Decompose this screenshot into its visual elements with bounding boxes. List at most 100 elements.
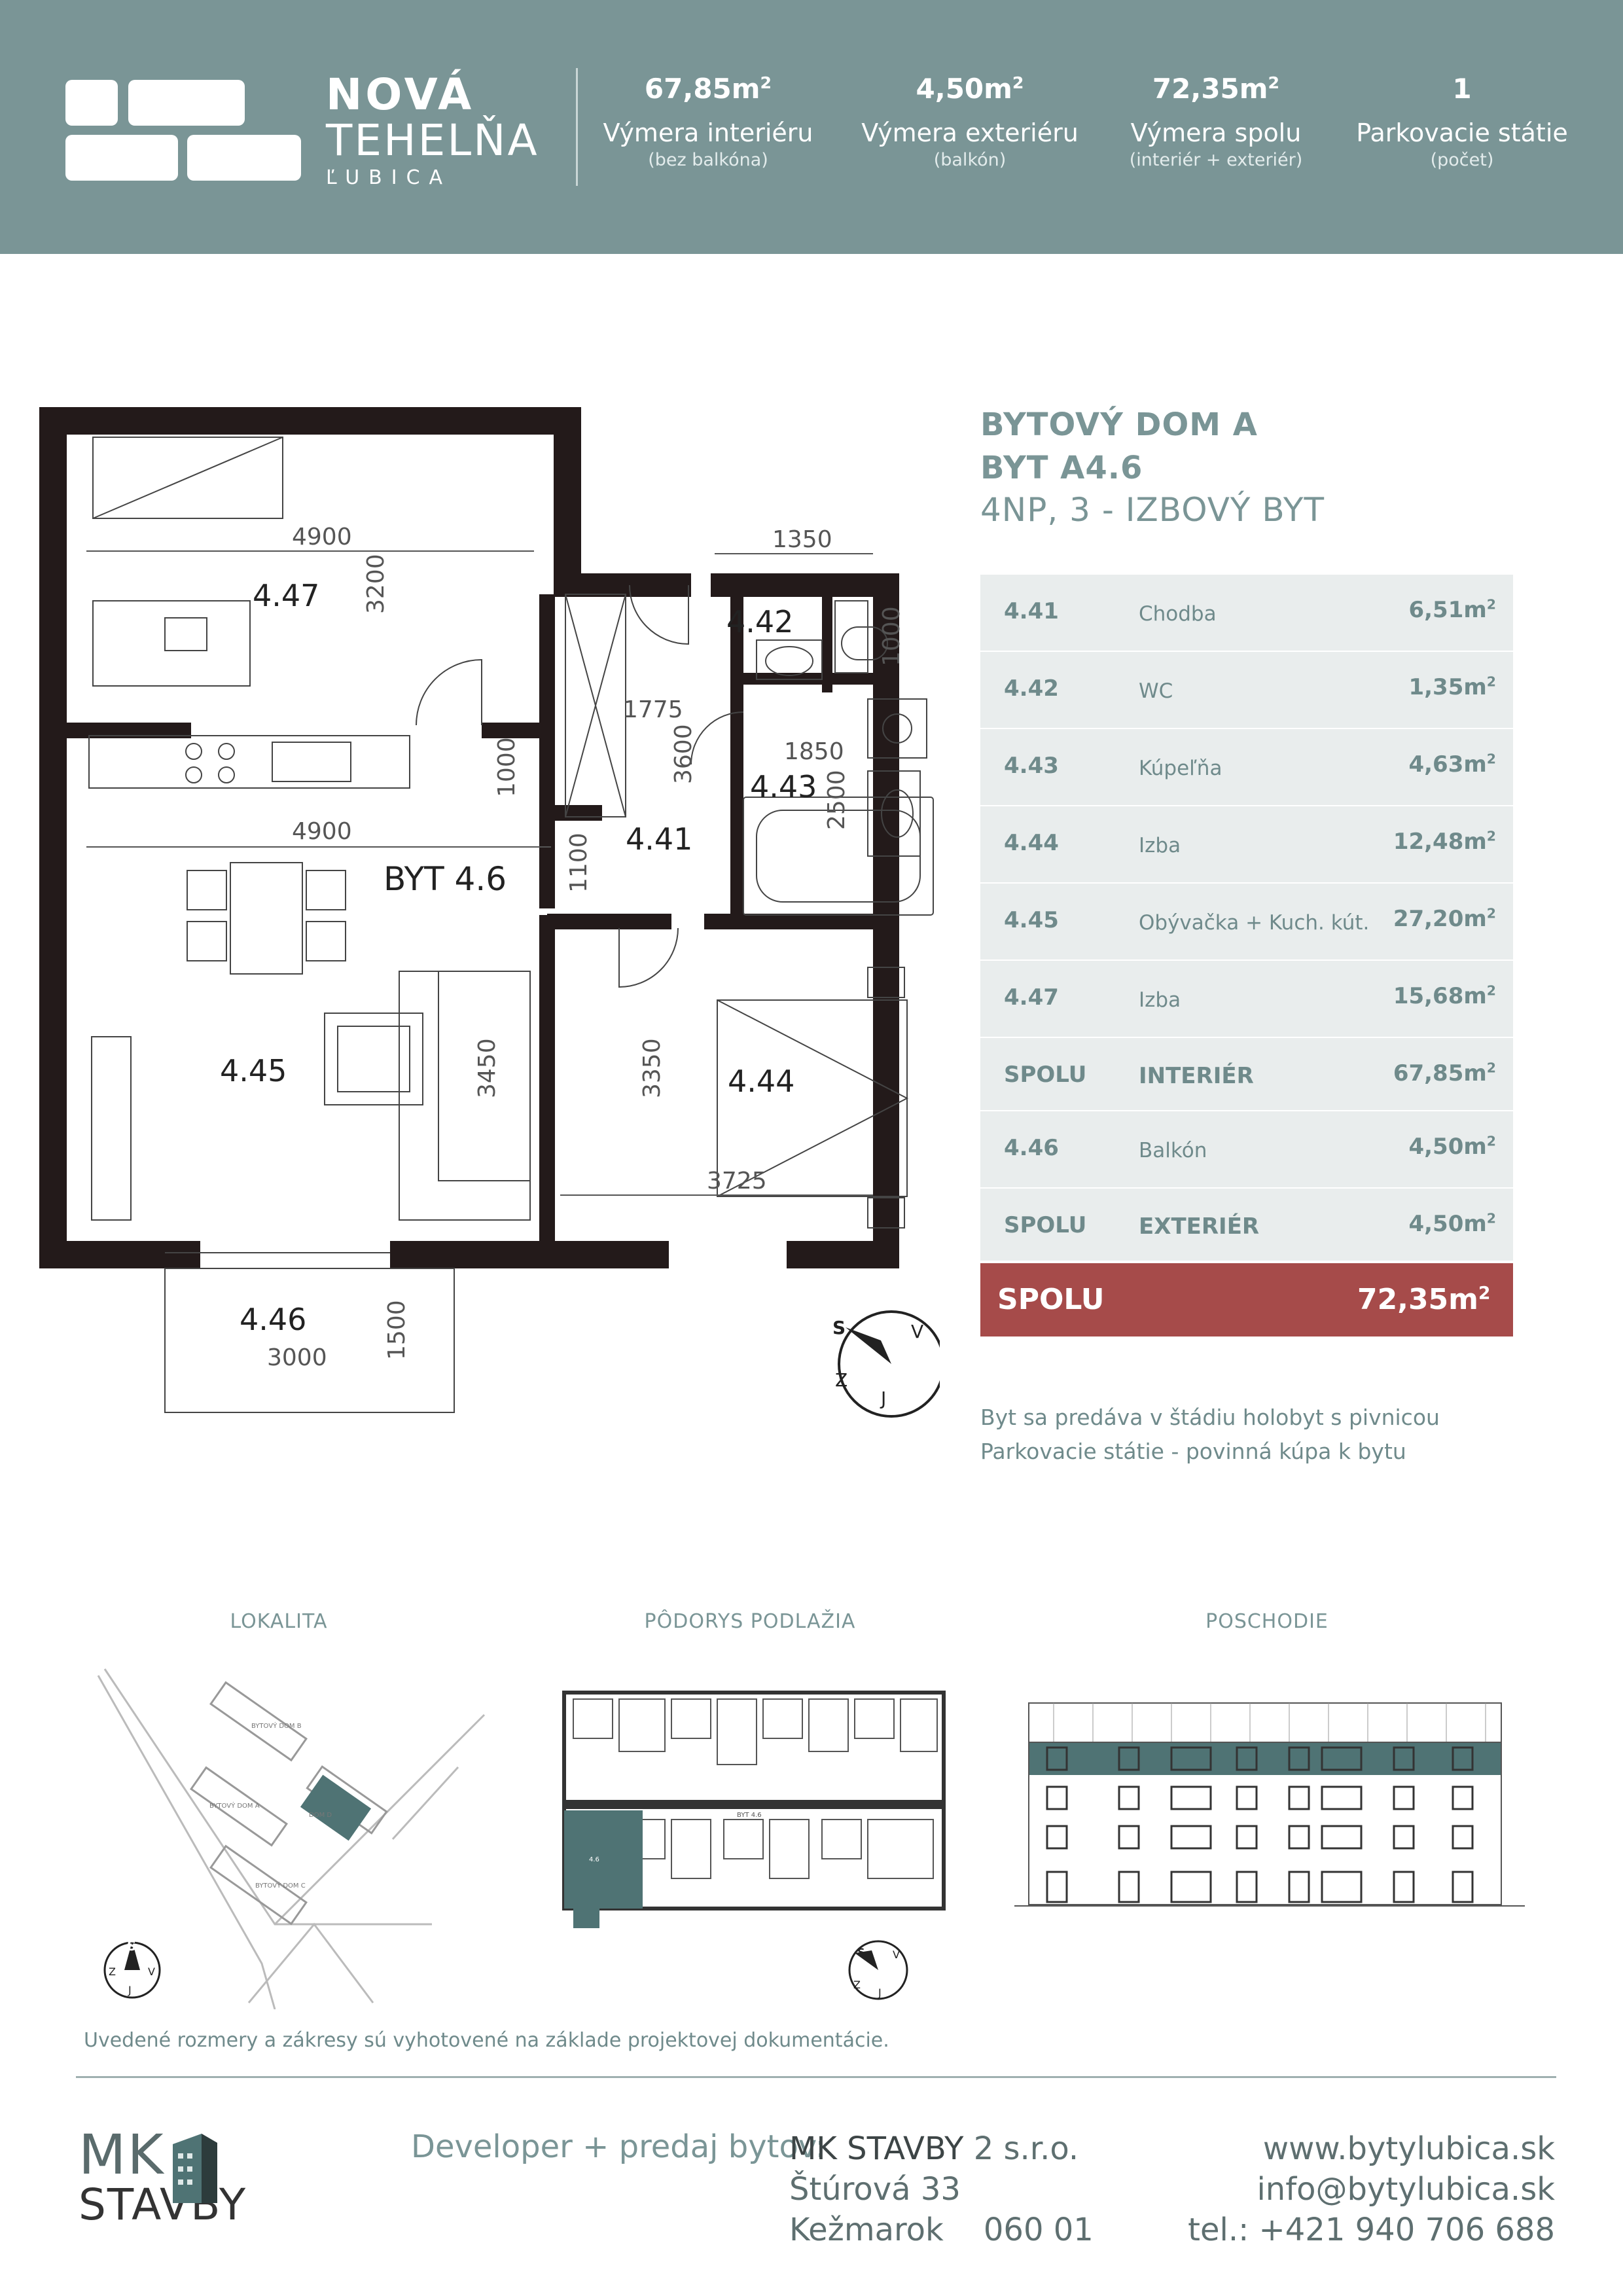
- total-area-value: 72,35m: [1357, 1283, 1479, 1316]
- room-area-value: 4,63m: [1408, 751, 1487, 778]
- unit-sup: 2: [1486, 1210, 1496, 1227]
- note-line: Parkovacie státie - povinná kúpa k bytu: [980, 1439, 1406, 1464]
- stat-value: 4,50m: [916, 73, 1012, 105]
- floor-plan: 4.47 4.42 4.43 4.41 4.45 4.44 4.46 BYT 4…: [39, 407, 940, 1418]
- room-area: 12,48m2: [1393, 829, 1496, 855]
- thumb-title-floor: POSCHODIE: [1205, 1610, 1329, 1633]
- zip: 060 01: [983, 2212, 1094, 2248]
- stat-label: Parkovacie státie: [1356, 118, 1568, 147]
- room-label-4-44: 4.44: [728, 1064, 794, 1099]
- stat-interior: 67,85m2 Výmera interiéru (bez balkóna): [584, 71, 832, 171]
- stat-sub: (interiér + exteriér): [1129, 150, 1303, 170]
- unit-sup: 2: [1486, 828, 1496, 844]
- contact-block: www.bytylubica.sk info@bytylubica.sk tel…: [1188, 2128, 1555, 2250]
- map-label: BYTOVÝ DOM C: [255, 1881, 306, 1890]
- room-name: Izba: [1139, 834, 1181, 857]
- logo-brick: [187, 135, 301, 181]
- developer-address: MK STAVBY 2 s.r.o. Štúrová 33 Kežmarok 0…: [789, 2128, 1094, 2250]
- room-area-value: 12,48m: [1393, 829, 1487, 855]
- room-code: 4.46: [1004, 1135, 1059, 1161]
- unit-label: BYT 4.6: [383, 860, 507, 898]
- thumb-title-location: LOKALITA: [230, 1610, 328, 1633]
- room-name: Obývačka + Kuch. kút.: [1139, 911, 1370, 935]
- stat-label: Výmera spolu: [1130, 118, 1302, 147]
- building-title: BYTOVÝ DOM A: [980, 406, 1258, 443]
- map-label: BYTOVÝ DOM A: [209, 1801, 260, 1810]
- table-row: 4.47 Izba 15,68m2: [980, 961, 1513, 1037]
- compass-west: Z: [853, 1979, 861, 1991]
- thumb-title-floorplan: PÔDORYS PODLAŽIA: [644, 1610, 856, 1633]
- compass-south: J: [878, 1986, 882, 1999]
- website-link[interactable]: www.bytylubica.sk: [1262, 2130, 1555, 2167]
- unit-sup: 2: [1486, 982, 1496, 999]
- room-area: 6,51m2: [1408, 597, 1496, 623]
- street: Štúrová 33: [789, 2171, 961, 2208]
- unit-sup: 2: [1478, 1283, 1491, 1304]
- logo-brick: [65, 135, 178, 181]
- table-row-sum-interior: SPOLU INTERIÉR 67,85m2: [980, 1038, 1513, 1110]
- plan-room-labels: 4.47 4.42 4.43 4.41 4.45 4.44 4.46 BYT 4…: [220, 578, 817, 1337]
- plan-compass: S V J Z: [832, 1310, 940, 1418]
- stat-value: 72,35m: [1152, 73, 1268, 105]
- room-area: 1,35m2: [1408, 674, 1496, 700]
- compass-east: V: [893, 1948, 900, 1961]
- unit-sup: 2: [1486, 673, 1496, 690]
- stat-unit-sup: 2: [1012, 73, 1024, 92]
- room-area-value: 1,35m: [1408, 674, 1487, 700]
- room-name: WC: [1139, 679, 1173, 703]
- sale-notes: Byt sa predáva v štádiu holobyt s pivnic…: [980, 1401, 1440, 1469]
- unit-sup: 2: [1486, 905, 1496, 922]
- dim-label: 3350: [639, 1038, 666, 1098]
- room-label-4-46: 4.46: [240, 1302, 306, 1337]
- sum-name: EXTERIÉR: [1139, 1213, 1260, 1240]
- dim-label: 3725: [707, 1168, 767, 1194]
- room-label-4-42: 4.42: [726, 604, 793, 639]
- table-row: 4.44 Izba 12,48m2: [980, 806, 1513, 882]
- room-area-value: 4,50m: [1408, 1134, 1487, 1160]
- dim-label: 4900: [292, 818, 352, 845]
- company-name-b: STAVBY: [847, 2130, 964, 2167]
- compass-south: J: [128, 1984, 132, 1996]
- compass-north: S: [127, 1938, 136, 1954]
- company-name-a: MK: [789, 2130, 837, 2167]
- map-label: DOM D: [309, 1812, 332, 1819]
- stat-parking: 1 Parkovacie státie (počet): [1338, 71, 1586, 171]
- stat-unit-sup: 2: [760, 73, 772, 92]
- sum-area: 67,85m2: [1393, 1060, 1496, 1086]
- logo-brick: [65, 80, 118, 126]
- overview-compass: S V J Z: [848, 1940, 908, 2000]
- phone-number[interactable]: tel.: +421 940 706 688: [1188, 2212, 1555, 2248]
- brand-line-3: ĽUBICA: [326, 166, 452, 189]
- table-row: 4.45 Obývačka + Kuch. kút. 27,20m2: [980, 884, 1513, 960]
- plan-walls: [39, 407, 899, 1268]
- email-link[interactable]: info@bytylubica.sk: [1257, 2171, 1555, 2208]
- facade-elevation: [1014, 1702, 1525, 1907]
- table-row: 4.41 Chodba 6,51m2: [980, 575, 1513, 651]
- stat-unit-sup: 2: [1268, 73, 1280, 92]
- logo-brick: [128, 80, 245, 126]
- plan-dimension-lines: [86, 550, 873, 1196]
- dim-label: 1775: [623, 696, 683, 723]
- map-compass: S V J Z: [103, 1938, 161, 1999]
- dim-label: 4900: [292, 524, 352, 550]
- compass-west: Z: [835, 1369, 847, 1391]
- room-name: Izba: [1139, 988, 1181, 1012]
- company-name-c: 2 s.r.o.: [973, 2130, 1079, 2167]
- unit-sup: 2: [1486, 596, 1496, 613]
- room-code: 4.42: [1004, 675, 1059, 702]
- brand-wordmark: NOVÁ TEHELŇA ĽUBICA: [326, 72, 539, 190]
- table-row: 4.42 WC 1,35m2: [980, 652, 1513, 728]
- stat-sub: (počet): [1430, 150, 1494, 170]
- room-name: Balkón: [1139, 1139, 1207, 1162]
- building-icon: [173, 2134, 217, 2203]
- compass-north: S: [832, 1317, 846, 1338]
- sum-code: SPOLU: [1004, 1212, 1087, 1238]
- stat-total: 72,35m2 Výmera spolu (interiér + exterié…: [1092, 71, 1340, 171]
- stat-sub: (bez balkóna): [648, 150, 768, 170]
- room-area: 27,20m2: [1393, 906, 1496, 932]
- room-area: 4,50m2: [1408, 1134, 1496, 1160]
- room-code: 4.45: [1004, 907, 1059, 933]
- stat-sub: (balkón): [933, 150, 1007, 170]
- brand-logo-bricks: [65, 80, 301, 181]
- location-map: BYTOVÝ DOM B BYTOVÝ DOM A BYTOVÝ DOM C D…: [97, 1668, 486, 2009]
